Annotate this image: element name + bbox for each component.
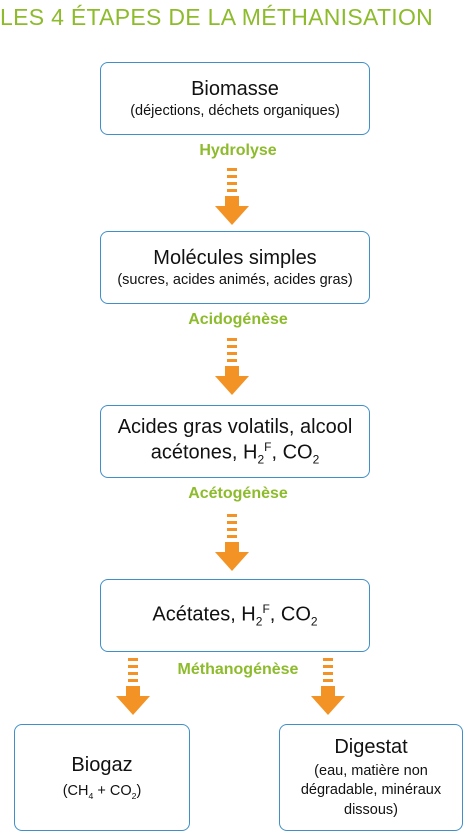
h-subscript: 2 <box>257 452 265 467</box>
biomasse-label: Biomasse <box>191 77 279 100</box>
acides-line2-pre: acétones, H <box>150 441 258 464</box>
diagram-title: LES 4 ÉTAPES DE LA MÉTHANISATION <box>0 4 434 30</box>
arrow-down-right-icon <box>311 658 345 715</box>
acetates-post: , CO <box>269 603 311 626</box>
molecules-detail: (sucres, acides animés, acides gras) <box>117 271 353 288</box>
h-superscript: F <box>264 440 272 455</box>
biogaz-detail-mid: + CO <box>93 783 132 800</box>
acetates-label: Acétates, H2F, CO2 <box>152 602 317 630</box>
arrow-down-left-icon <box>116 658 150 715</box>
acides-line1: Acides gras volatils, alcool <box>117 416 353 439</box>
arrow-down-icon <box>215 338 249 395</box>
box-digestat: Digestat (eau, matière non dégradable, m… <box>279 724 463 831</box>
h-subscript: 2 <box>255 614 263 629</box>
biogaz-detail: (CH4 + CO2) <box>63 782 142 802</box>
acides-line2-post: , CO <box>271 441 313 464</box>
biogaz-detail-pre: (CH <box>62 783 89 800</box>
step-acidogenese: Acidogénèse <box>188 311 288 328</box>
box-biogaz: Biogaz (CH4 + CO2) <box>14 724 190 831</box>
h-superscript: F <box>262 601 270 616</box>
ch-subscript: 4 <box>88 791 94 801</box>
step-hydrolyse: Hydrolyse <box>199 142 277 159</box>
molecules-label: Molécules simples <box>153 246 317 269</box>
co-subscript: 2 <box>312 452 320 467</box>
biogaz-detail-post: ) <box>136 783 142 800</box>
co-subscript: 2 <box>131 791 137 801</box>
arrow-down-icon <box>215 514 249 571</box>
biomasse-detail: (déjections, déchets organiques) <box>130 102 340 119</box>
step-acetogenese: Acétogénèse <box>188 485 288 502</box>
digestat-detail: (eau, matière non dégradable, minéraux d… <box>300 762 442 818</box>
box-biomasse: Biomasse (déjections, déchets organiques… <box>100 62 370 135</box>
step-methanogenese: Méthanogénèse <box>177 661 299 678</box>
acetates-pre: Acétates, H <box>152 603 256 626</box>
box-acetates: Acétates, H2F, CO2 <box>100 579 370 652</box>
co-subscript: 2 <box>310 614 318 629</box>
box-molecules-simples: Molécules simples (sucres, acides animés… <box>100 231 370 304</box>
biogaz-label: Biogaz <box>71 754 133 777</box>
acides-line2: acétones, H2F, CO2 <box>151 440 320 468</box>
box-acides-gras-volatils: Acides gras volatils, alcool acétones, H… <box>100 405 370 478</box>
digestat-label: Digestat <box>334 735 408 758</box>
arrow-down-icon <box>215 168 249 225</box>
